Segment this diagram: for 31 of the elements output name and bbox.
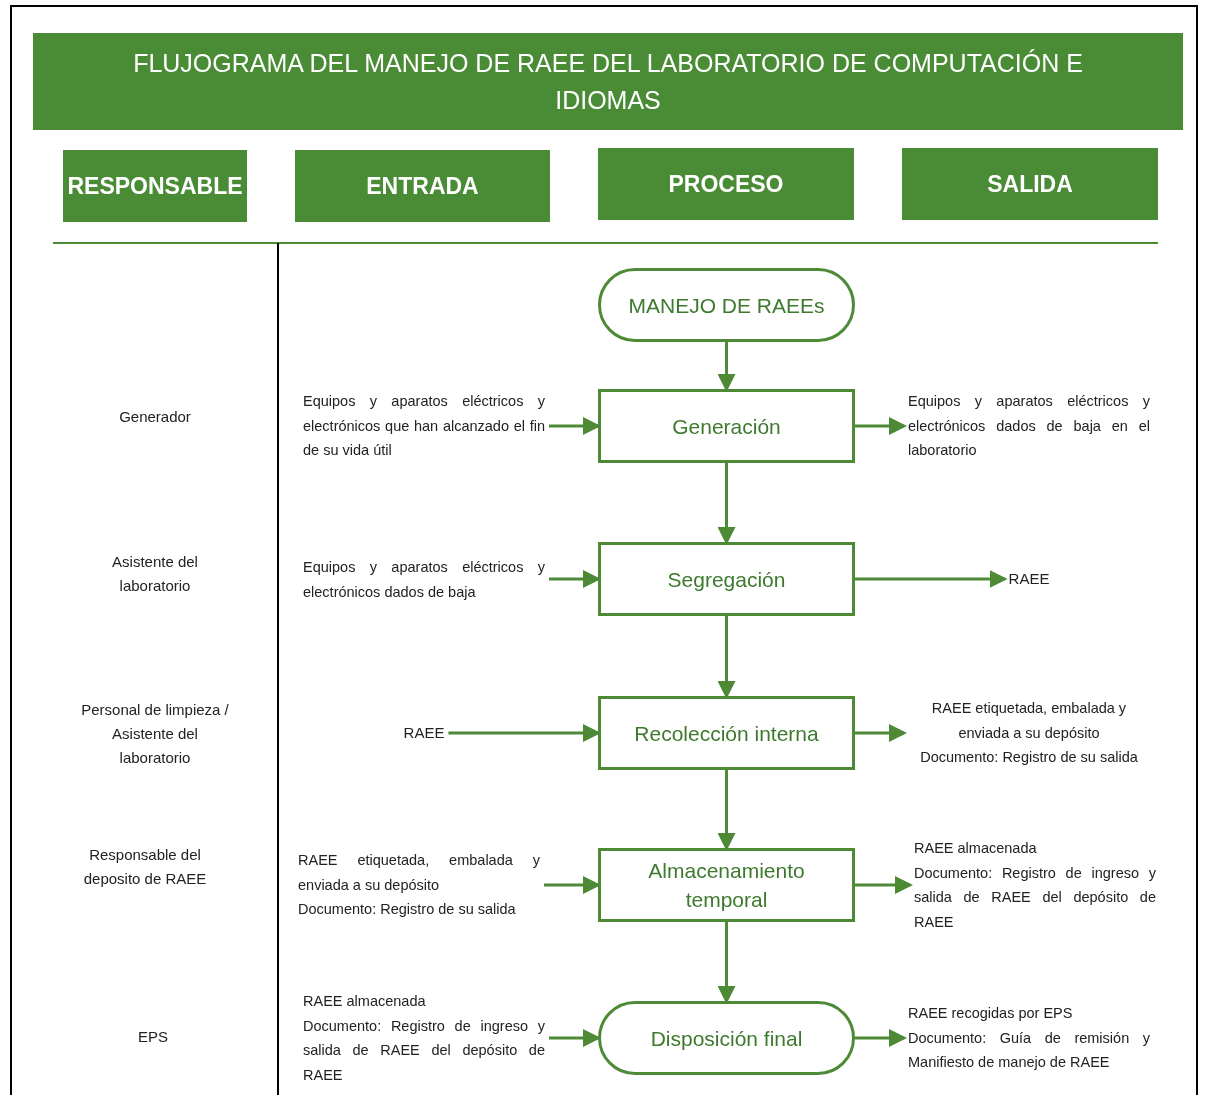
terminal-box: MANEJO DE RAEEs [598,268,855,342]
process-box: Segregación [598,542,855,616]
flow-note: Equipos y aparatos eléctricos y electrónicos que han alcanzado el fin de su vida útil [303,389,545,463]
process-box: Almacenamiento temporal [598,848,855,922]
flow-note: Equipos y aparatos eléctricos y electrónicos dados de baja [303,554,545,604]
terminal-box: Disposición final [598,1001,855,1075]
flow-note: RAEE etiquetada, embalada y enviada a su depósito Documento: Registro de su salida [908,696,1150,770]
arrow [855,1029,907,1047]
flow-note: RAEE etiquetada, embalada y enviada a su depósito Documento: Registro de su salida [298,848,540,922]
column-header: RESPONSABLE [63,150,247,222]
arrow [855,570,1008,588]
column-header: SALIDA [902,148,1158,220]
process-box: Generación [598,389,855,463]
flow-note: Equipos y aparatos eléctricos y electrónicos dados de baja en el laboratorio [908,389,1150,463]
arrow [855,724,907,742]
flow-note: RAEE [1008,567,1050,591]
role-label: Responsable del deposito de RAEE [82,845,208,889]
arrow [855,417,907,435]
role-label: Asistente del laboratorio [111,552,199,596]
flow-note: RAEE almacenada Documento: Registro de ingreso y salida de RAEE del depósito de RAEE [303,989,545,1087]
flow-note: RAEE [403,721,445,745]
role-label: Personal de limpieza / Asistente del laboratorio [80,700,230,768]
title: FLUJOGRAMA DEL MANEJO DE RAEE DEL LABORATORIO DE COMPUTACIÓN E IDIOMAS [132,47,1084,116]
column-header: ENTRADA [295,150,550,222]
arrow [855,876,913,894]
process-box: Recolección interna [598,696,855,770]
role-label: Generador [118,407,192,427]
flow-note: RAEE recogidas por EPS Documento: Guía de remisión y Manifiesto de manejo de RAEE [908,1001,1150,1075]
flow-note: RAEE almacenada Documento: Registro de ingreso y salida de RAEE del depósito de RAEE [914,836,1156,934]
column-header: PROCESO [598,148,854,220]
role-label: EPS [137,1027,169,1047]
